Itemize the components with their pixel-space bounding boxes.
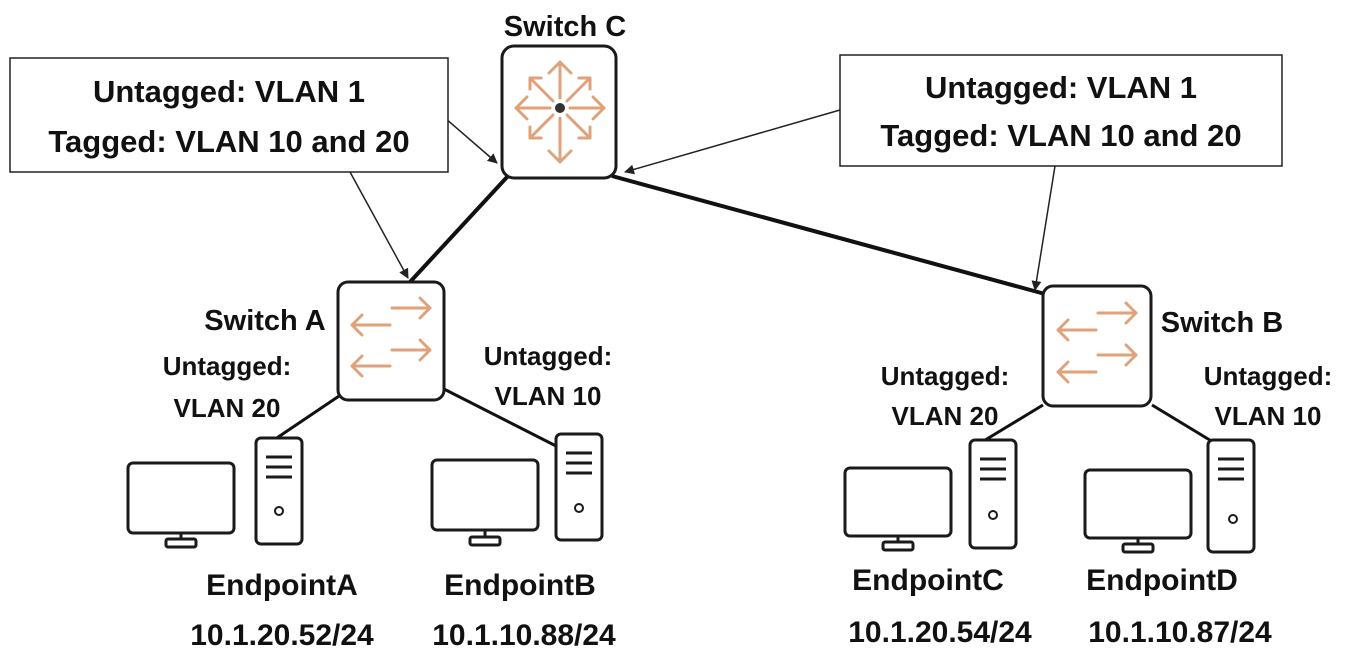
endpoint-c-name: EndpointC <box>852 564 1004 597</box>
switch-c-label: Switch C <box>504 11 627 43</box>
endpoint-b-ip: 10.1.10.88/24 <box>432 619 616 652</box>
monitor-icon <box>843 466 953 552</box>
callout-pointer-left-to-switch-c <box>444 117 498 164</box>
endpoint-c-ip: 10.1.20.54/24 <box>848 616 1032 649</box>
link-switch-c-to-switch-a <box>408 174 510 284</box>
tower-pc-icon <box>1206 438 1256 554</box>
callout-pointer-right-to-switch-b <box>1031 165 1056 291</box>
tower-pc-icon <box>254 436 304 546</box>
endpoint-a[interactable] <box>126 436 304 549</box>
access-label-a-right-line2: VLAN 10 <box>495 381 602 411</box>
trunk-callout-right-line2: Tagged: VLAN 10 and 20 <box>880 118 1241 153</box>
trunk-callout-right-line1: Untagged: VLAN 1 <box>925 70 1197 105</box>
endpoint-a-ip: 10.1.20.52/24 <box>190 619 374 652</box>
endpoint-a-name: EndpointA <box>206 569 358 602</box>
endpoint-d[interactable] <box>1083 438 1256 554</box>
switch-b-label: Switch B <box>1161 307 1283 339</box>
endpoint-d-ip: 10.1.10.87/24 <box>1088 616 1272 649</box>
trunk-callout-right: Untagged: VLAN 1 Tagged: VLAN 10 and 20 <box>839 54 1283 167</box>
access-label-b-left-line1: Untagged: <box>881 361 1010 391</box>
switch-b[interactable] <box>1041 284 1153 408</box>
link-switch-c-to-switch-b <box>611 174 1046 296</box>
tower-pc-icon <box>968 438 1018 550</box>
link-switch-a-to-endpoint-b <box>439 385 561 450</box>
monitor-icon <box>1083 468 1193 554</box>
switch-a-label: Switch A <box>204 305 325 337</box>
switch-arrows-icon <box>350 296 432 378</box>
access-label-b-right-line2: VLAN 10 <box>1215 401 1322 431</box>
trunk-callout-left: Untagged: VLAN 1 Tagged: VLAN 10 and 20 <box>9 57 449 173</box>
monitor-icon <box>126 461 236 549</box>
switch-arrows-icon <box>1056 301 1138 384</box>
trunk-callout-left-line1: Untagged: VLAN 1 <box>93 74 365 109</box>
endpoint-b-name: EndpointB <box>444 569 596 602</box>
router-arrows-icon <box>514 60 606 164</box>
trunk-callout-left-line2: Tagged: VLAN 10 and 20 <box>48 124 409 159</box>
monitor-icon <box>430 458 540 547</box>
access-label-b-right-line1: Untagged: <box>1204 361 1333 391</box>
callout-pointer-right-to-switch-c <box>624 109 841 175</box>
access-label-a-right-line1: Untagged: <box>484 341 613 371</box>
link-switch-b-to-endpoint-d <box>1151 403 1219 447</box>
access-label-b-left-line2: VLAN 20 <box>892 401 999 431</box>
access-label-a-left-line2: VLAN 20 <box>174 393 281 423</box>
switch-a[interactable] <box>336 280 446 402</box>
endpoint-d-name: EndpointD <box>1086 564 1238 597</box>
callout-pointer-left-to-switch-a <box>349 171 409 279</box>
tower-pc-icon <box>554 432 604 542</box>
endpoint-c[interactable] <box>843 438 1018 552</box>
switch-c[interactable] <box>500 44 618 180</box>
access-label-a-left-line1: Untagged: <box>163 351 292 381</box>
endpoint-b[interactable] <box>430 432 604 547</box>
